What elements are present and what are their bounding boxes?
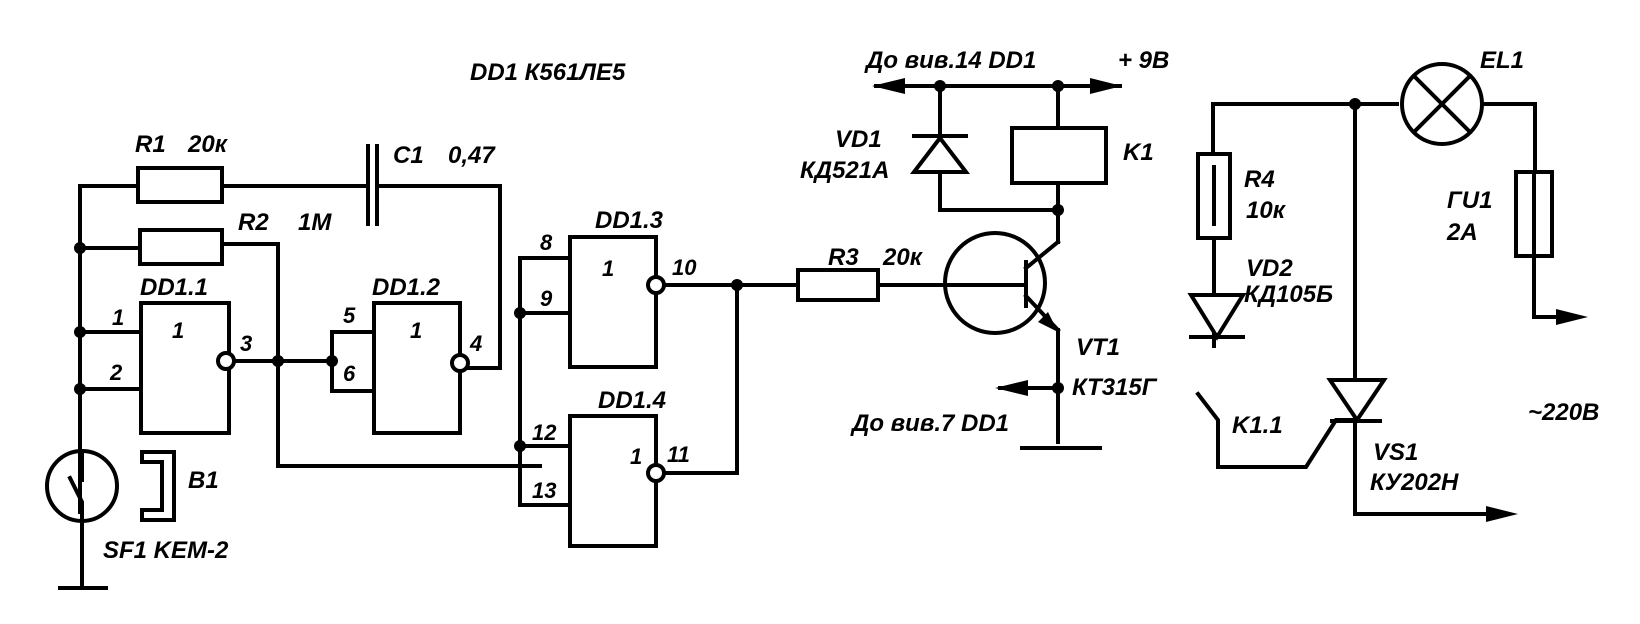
relay-coil-k1 bbox=[1010, 126, 1108, 185]
inverter-bubble bbox=[216, 351, 236, 371]
wire-fuse-out bbox=[1532, 254, 1562, 319]
arrow-mains-bottom-icon bbox=[1486, 506, 1518, 522]
dd1-1-pin-b: 2 bbox=[109, 360, 123, 385]
supply-label: + 9В bbox=[1118, 47, 1169, 74]
dd1-1-ref: DD1.1 bbox=[140, 274, 208, 301]
k1-1-ref: K1.1 bbox=[1232, 412, 1283, 439]
r1-value: 20к bbox=[187, 131, 229, 158]
vd1-value: КД521А bbox=[800, 157, 889, 184]
vd2-value: КД105Б bbox=[1244, 281, 1333, 308]
junction bbox=[74, 383, 86, 395]
k1-ref: K1 bbox=[1123, 139, 1154, 166]
r2-ref: R2 bbox=[238, 209, 269, 236]
gate-dd1-4 bbox=[568, 414, 658, 548]
c1-ref: C1 bbox=[393, 142, 424, 169]
sf1-ref: SF1 KEM-2 bbox=[103, 537, 229, 564]
switch-contact bbox=[67, 449, 84, 523]
wire-vd1 bbox=[938, 84, 1060, 212]
arrow-supply-icon bbox=[1090, 78, 1122, 94]
inverter-bubble bbox=[450, 353, 470, 373]
resistor-r2 bbox=[138, 228, 224, 266]
dd1-3-symbol: 1 bbox=[602, 256, 614, 281]
r4-value: 10к bbox=[1246, 197, 1287, 224]
pin14-label: До вив.14 DD1 bbox=[864, 47, 1036, 74]
r3-ref: R3 bbox=[828, 244, 859, 271]
transistor-vt1 bbox=[943, 231, 1047, 335]
arrow-mains-top-icon bbox=[1556, 309, 1588, 325]
r3-value: 20к bbox=[882, 244, 924, 271]
dd1-3-pin-a: 8 bbox=[540, 230, 553, 255]
gate-dd1-3 bbox=[568, 235, 658, 369]
junction bbox=[514, 307, 526, 319]
vs1-ref: VS1 bbox=[1373, 439, 1418, 466]
dd1-4-pin-a: 12 bbox=[532, 420, 557, 445]
diode-vd1 bbox=[909, 134, 971, 174]
junction bbox=[74, 242, 86, 254]
vs1-value: КУ202Н bbox=[1370, 469, 1459, 496]
wire-thyristor bbox=[1353, 102, 1492, 516]
vt1-value: КТ315Г bbox=[1072, 374, 1158, 401]
dd1-4-symbol: 1 bbox=[630, 444, 642, 469]
dd1-2-ref: DD1.2 bbox=[372, 274, 441, 301]
inverter-bubble bbox=[646, 275, 666, 295]
r4-ref: R4 bbox=[1244, 166, 1275, 193]
c1-value: 0,47 bbox=[448, 142, 496, 169]
wire-dd1-4-out bbox=[662, 283, 739, 475]
vd2-ref: VD2 bbox=[1246, 255, 1293, 282]
dd1-2-symbol: 1 bbox=[410, 318, 422, 343]
dd1-3-ref: DD1.3 bbox=[595, 207, 664, 234]
lamp-cross bbox=[1411, 73, 1473, 135]
dd1-2-pin-b: 6 bbox=[343, 361, 356, 386]
diode-vd2 bbox=[1187, 293, 1247, 341]
mains-label: ~220В bbox=[1528, 399, 1599, 426]
wire-c1-fb bbox=[375, 184, 502, 370]
dd1-3-pin-b: 9 bbox=[540, 286, 553, 311]
inverter-bubble bbox=[646, 463, 666, 483]
emitter-arrow-icon bbox=[1038, 312, 1058, 332]
wire-r4-top bbox=[1211, 102, 1399, 182]
arrow-pin14-icon bbox=[872, 78, 905, 94]
dd1-4-pin-b: 13 bbox=[532, 478, 556, 503]
pin7-label: До вив.7 DD1 bbox=[850, 410, 1009, 437]
dd1-1-symbol: 1 bbox=[172, 318, 184, 343]
r1-ref: R1 bbox=[135, 131, 166, 158]
el1-ref: EL1 bbox=[1480, 47, 1524, 74]
wire-dd1-1-in bbox=[78, 330, 143, 391]
chip-title: DD1 К561ЛЕ5 bbox=[470, 59, 626, 86]
r2-value: 1M bbox=[298, 209, 332, 236]
magnet-b1 bbox=[140, 450, 176, 522]
fu1-value: 2A bbox=[1446, 219, 1478, 246]
dd1-4-ref: DD1.4 bbox=[598, 387, 666, 414]
dd1-3-pin-out: 10 bbox=[672, 255, 697, 280]
arrow-pin7-icon bbox=[995, 380, 1028, 396]
vd1-ref: VD1 bbox=[835, 126, 882, 153]
resistor-r3 bbox=[796, 268, 880, 302]
wire-lamp-fuse bbox=[1480, 102, 1537, 174]
dd1-2-pin-a: 5 bbox=[343, 303, 356, 328]
gate-dd1-2 bbox=[372, 301, 462, 435]
dd1-1-pin-out: 3 bbox=[240, 331, 252, 356]
dd1-1-pin-a: 1 bbox=[112, 305, 124, 330]
junction bbox=[272, 355, 284, 367]
fu1-ref: ГU1 bbox=[1447, 187, 1492, 214]
resistor-r1 bbox=[136, 166, 224, 204]
thyristor-vs1 bbox=[1326, 378, 1388, 424]
b1-ref: B1 bbox=[188, 467, 219, 494]
wire-dd1-3-4-in bbox=[518, 256, 572, 507]
transistor-collector bbox=[1023, 239, 1061, 271]
vt1-ref: VT1 bbox=[1076, 334, 1120, 361]
dd1-2-pin-out: 4 bbox=[469, 331, 482, 356]
junction bbox=[74, 326, 86, 338]
gate-dd1-1 bbox=[139, 301, 231, 435]
junction bbox=[326, 355, 338, 367]
dd1-4-pin-out: 11 bbox=[667, 442, 690, 467]
